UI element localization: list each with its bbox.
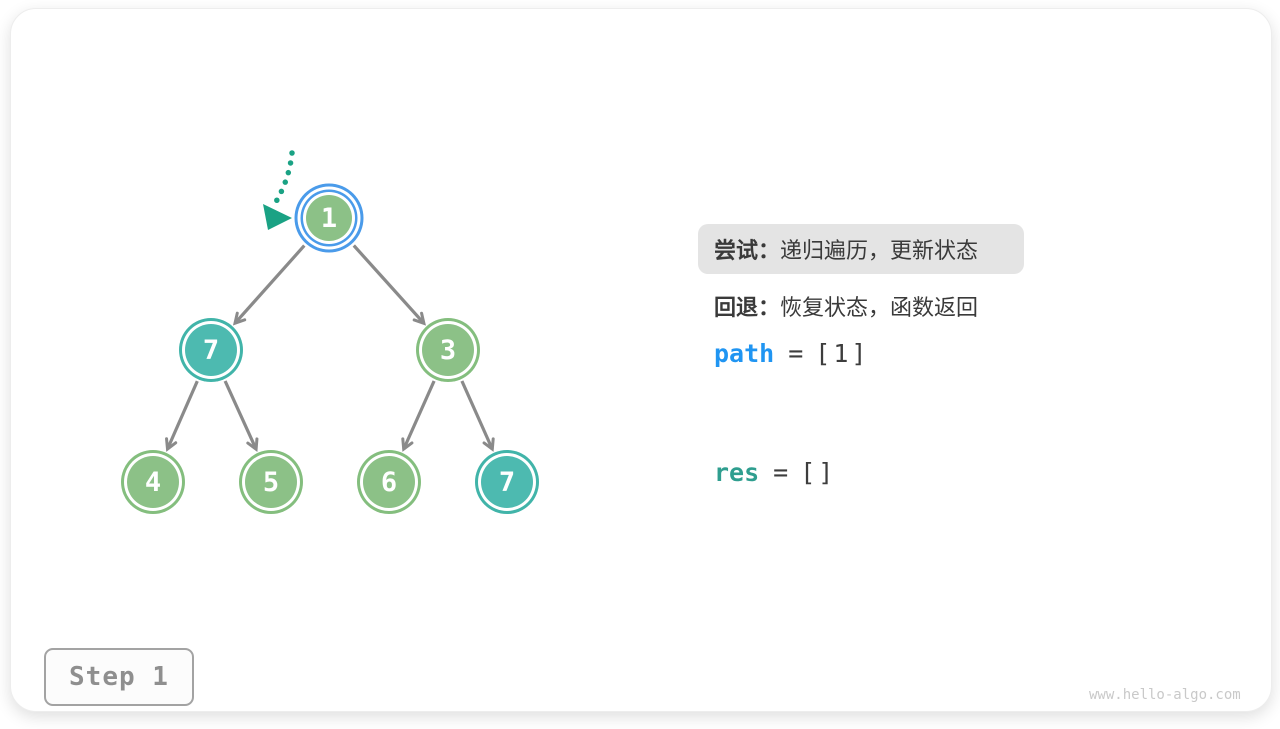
tree-node-4: 4 xyxy=(127,456,179,508)
path-variable-name: path xyxy=(714,339,775,368)
tree-node-label: 3 xyxy=(439,334,457,366)
res-variable-value: [] xyxy=(800,458,837,487)
legend-back-text: 恢复状态，函数返回 xyxy=(780,295,979,320)
figure-card: 1 7 3 4 5 6 7 尝试：递归遍历，更新状态 回退：恢复状态，函数返回 path =… xyxy=(10,8,1272,712)
tree-node-3: 3 xyxy=(422,324,474,376)
path-variable-line: path = [1] xyxy=(714,339,869,368)
legend-try-label: 尝试： xyxy=(714,238,781,263)
step-badge: Step 1 xyxy=(44,648,194,706)
tree-edge xyxy=(460,380,495,452)
res-equals-sign: = xyxy=(773,458,789,487)
tree-node-label: 4 xyxy=(144,466,162,498)
legend-try: 尝试：递归遍历，更新状态 xyxy=(698,224,1024,274)
tree-node-label: 6 xyxy=(380,466,398,498)
binary-tree: 1 7 3 4 5 6 7 xyxy=(11,9,1280,729)
tree-node-1-active: 1 xyxy=(306,195,352,241)
watermark: www.hello-algo.com xyxy=(1089,687,1241,703)
tree-edge xyxy=(223,380,259,453)
tree-node-label: 7 xyxy=(202,334,220,366)
tree-node-7: 7 xyxy=(185,324,237,376)
tree-edge xyxy=(352,244,426,326)
tree-edge xyxy=(232,244,306,326)
path-variable-value: [1] xyxy=(815,339,870,368)
tree-node-label: 5 xyxy=(262,466,280,498)
res-variable-name: res xyxy=(714,458,760,487)
cursor-arrow xyxy=(263,150,295,230)
tree-edges-layer xyxy=(165,150,495,453)
tree-node-6: 6 xyxy=(363,456,415,508)
tree-edge xyxy=(165,380,199,452)
cursor-arrow-dotted-tail xyxy=(271,150,295,208)
path-equals-sign: = xyxy=(788,339,804,368)
tree-edges xyxy=(165,244,495,453)
tree-node-7: 7 xyxy=(481,456,533,508)
tree-edge xyxy=(401,380,436,452)
step-badge-label: Step 1 xyxy=(69,662,169,692)
legend-back: 回退：恢复状态，函数返回 xyxy=(714,290,978,322)
tree-node-label: 7 xyxy=(498,466,516,498)
legend-try-text: 递归遍历，更新状态 xyxy=(780,238,979,263)
tree-node-label: 1 xyxy=(320,202,338,234)
tree-node-5: 5 xyxy=(245,456,297,508)
res-variable-line: res = [] xyxy=(714,458,836,487)
legend-back-label: 回退： xyxy=(714,295,781,320)
cursor-arrowhead-icon xyxy=(263,204,292,230)
